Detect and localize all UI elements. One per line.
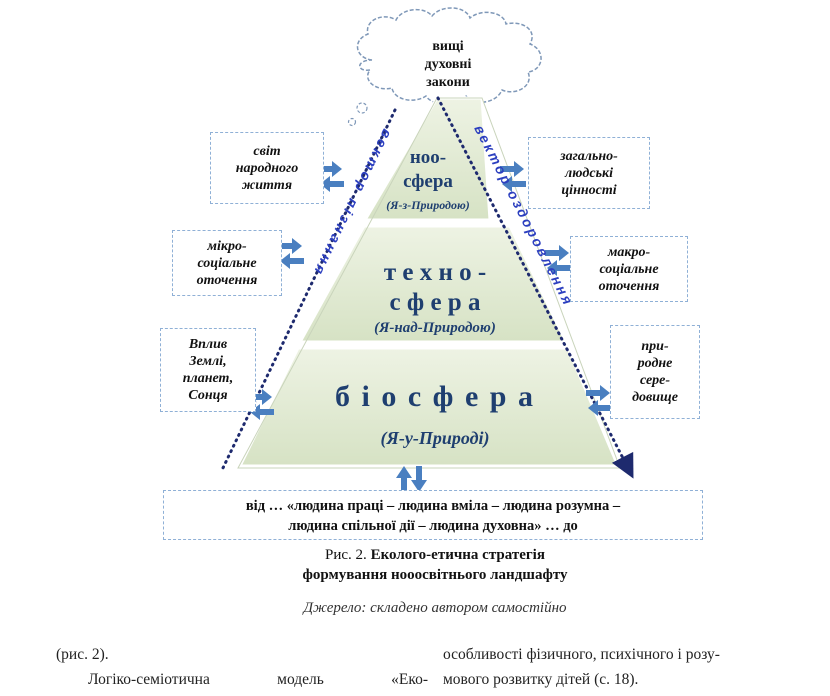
cloud-shape bbox=[347, 7, 542, 127]
double-arrow-icon bbox=[248, 389, 274, 420]
box-folk-life: світ народного життя bbox=[210, 132, 324, 204]
double-arrow-icon bbox=[545, 245, 571, 276]
figure-caption-line2: формування нооосвітнього ландшафту bbox=[302, 567, 568, 583]
technosphere-title: т е х н о - с ф е р а bbox=[383, 259, 487, 316]
cloud-line: вищі bbox=[432, 39, 464, 54]
double-arrow-icon bbox=[500, 161, 526, 192]
cloud-line: духовні bbox=[424, 57, 472, 72]
box-natural-environment: при- родне сере- довище bbox=[610, 325, 700, 419]
cloud-label: вищі духовні закони bbox=[393, 38, 503, 92]
box-micro-social: мікро- соціальне оточення bbox=[172, 230, 282, 296]
technosphere-subtitle: (Я-над-Природою) bbox=[374, 320, 496, 336]
figure-source: Джерело: складено автором самостійно bbox=[303, 600, 567, 616]
body-left-line1: (рис. 2). bbox=[56, 646, 109, 663]
vertical-double-arrow-icon bbox=[396, 466, 427, 492]
double-arrow-icon bbox=[586, 385, 612, 416]
sequence-line-2: людина спільної дії – людина духовна» … … bbox=[288, 518, 578, 534]
box-macro-social: макро- соціальне оточення bbox=[570, 236, 688, 302]
box-earth-influence: Вплив Землі, планет, Сонця bbox=[160, 328, 256, 412]
biosphere-title: б і о с ф е р а bbox=[335, 380, 535, 413]
double-arrow-icon bbox=[318, 161, 344, 192]
body-right-line2: мового розвитку дітей (с. 18). bbox=[443, 671, 639, 688]
biosphere-subtitle: (Я-у-Природі) bbox=[380, 428, 490, 448]
development-sequence-box: від … «людина праці – людина вміла – люд… bbox=[163, 490, 703, 540]
box-universal-values: загально- людські цінності bbox=[528, 137, 650, 209]
vector-left-line bbox=[220, 108, 397, 472]
cloud-line: закони bbox=[426, 75, 470, 90]
noosphere-title: ноо- сфера bbox=[403, 147, 453, 192]
double-arrow-icon bbox=[278, 238, 304, 269]
sequence-line-1: від … «людина праці – людина вміла – люд… bbox=[245, 498, 621, 514]
figure-caption: Рис. 2. Еколого-етична стратегія bbox=[325, 547, 545, 563]
noosphere-subtitle: (Я-з-Природою) bbox=[386, 198, 470, 212]
body-left-line2: Логіко-семіотична модель «Еко- bbox=[88, 671, 428, 688]
tier-technosphere bbox=[297, 224, 569, 344]
body-right-line1: особливості фізичного, психічного і розу… bbox=[443, 646, 720, 663]
